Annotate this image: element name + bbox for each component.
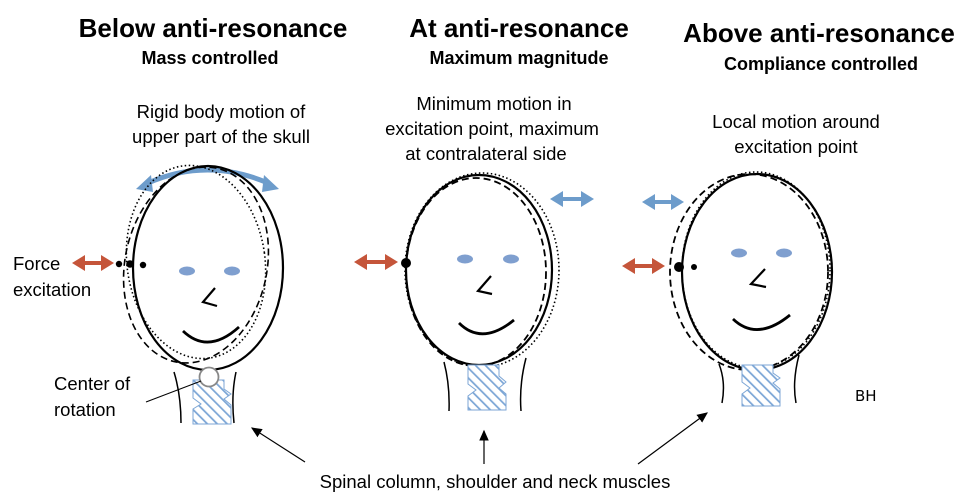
neck-left [444,362,449,411]
mouth [733,315,790,330]
head-outline-dashed [670,174,828,370]
bottom-caption: Spinal column, shoulder and neck muscles [320,471,671,492]
right-eye [776,249,792,258]
excitation-dot-2 [691,264,697,270]
right-eye [503,255,519,264]
nose [203,288,217,306]
neck-left [174,372,181,423]
rotation-arrowhead-left [136,175,153,192]
panel1-description-line1: Rigid body motion of [137,101,307,122]
panel3-title: Above anti-resonance [683,18,955,48]
head-outline-solid [133,166,283,370]
force-arrowhead-right [652,258,665,274]
excitation-dot-1 [116,261,122,267]
panel1-title: Below anti-resonance [79,13,348,43]
nose [478,276,492,294]
left-eye [457,255,473,264]
excitation-dot-1 [674,262,684,272]
panel3-description-line2: excitation point [734,136,857,157]
signature: BH [855,387,877,405]
mouth [183,327,239,342]
center-label-line2: rotation [54,399,116,420]
head-figure-at [354,173,594,411]
pointer-arrow-right [638,413,707,464]
spine-column [742,365,780,406]
panel3-description-line1: Local motion around [712,111,880,132]
force-arrowhead-left [72,255,85,271]
force-label-line2: excitation [13,279,91,300]
panel2-description-line3: at contralateral side [405,143,566,164]
head-figure-above [622,172,832,406]
force-label-line1: Force [13,253,60,274]
neck-right [795,355,799,403]
mouth [459,320,514,334]
head-outline-solid [406,175,552,365]
excitation-dot-2 [126,260,134,268]
force-arrowhead-left [622,258,635,274]
left-eye [179,267,195,276]
force-arrowhead-right [385,254,398,270]
motion-arrowhead-left [642,194,655,210]
neck-left [719,364,723,403]
motion-arrowhead-left [550,191,563,207]
panel1-subtitle: Mass controlled [141,48,278,68]
left-eye [731,249,747,258]
motion-arrowhead-right [671,194,684,210]
panel2-description-line2: excitation point, maximum [385,118,599,139]
center-of-rotation-circle [200,368,219,387]
panel2-title: At anti-resonance [409,13,629,43]
motion-arrowhead-right [581,191,594,207]
excitation-dot-3 [140,262,146,268]
spine-column [468,365,506,410]
center-label-line1: Center of [54,373,131,394]
panel2-subtitle: Maximum magnitude [429,48,608,68]
nose [751,269,766,287]
neck-right [521,358,526,411]
panel2-description-line1: Minimum motion in [416,93,571,114]
neck-right [233,372,236,423]
excitation-dot [401,258,411,268]
panel3-subtitle: Compliance controlled [724,54,918,74]
force-arrowhead-left [354,254,367,270]
rotation-arrowhead-right [262,175,279,192]
right-eye [224,267,240,276]
rotation-arc-arrow [148,170,268,183]
head-outline-solid [682,174,832,370]
panel1-description-line2: upper part of the skull [132,126,310,147]
pointer-arrow-left [252,428,305,462]
force-arrowhead-right [101,255,114,271]
